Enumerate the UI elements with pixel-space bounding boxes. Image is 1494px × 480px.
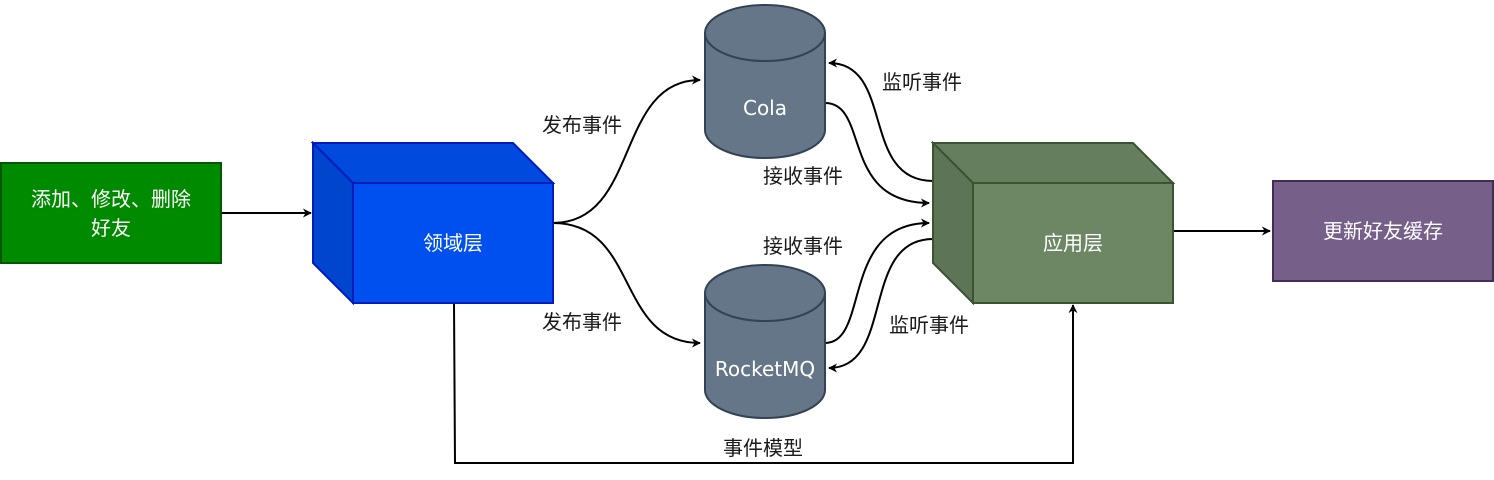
edge-label-listen-cola: 监听事件: [882, 70, 962, 94]
edge-app-listen-cola: [828, 58, 934, 182]
app-box-top-face: [930, 142, 1176, 184]
edge-domain-to-app-event-model: [453, 302, 1078, 464]
edge-label-receive-rocketmq: 接收事件: [763, 234, 843, 258]
rocketmq-cylinder-top: [704, 264, 826, 322]
node-domain-layer[interactable]: 领域层: [310, 140, 556, 306]
edge-cola-receive-app: [824, 102, 930, 208]
node-rocketmq-cylinder[interactable]: RocketMQ: [704, 264, 826, 419]
edge-label-event-model: 事件模型: [723, 436, 803, 460]
node-crud-label-line1: 添加、修改、删除: [31, 187, 191, 211]
domain-box-top-face: [310, 142, 556, 184]
edge-domain-to-rocketmq: [552, 222, 701, 348]
edge-label-publish-cola: 发布事件: [542, 113, 622, 137]
app-box-front-face: [972, 182, 1174, 304]
rocketmq-cylinder-body: [704, 292, 826, 419]
node-cache-box: [1272, 180, 1494, 282]
cola-cylinder-body: [704, 32, 826, 159]
edge-app-listen-rocketmq: [828, 238, 934, 373]
edge-label-listen-rocketmq: 监听事件: [889, 313, 969, 337]
node-crud-label-line2: 好友: [91, 216, 131, 240]
node-application-layer[interactable]: 应用层: [930, 140, 1176, 306]
domain-layer-label: 领域层: [423, 231, 483, 255]
edge-label-receive-cola: 接收事件: [763, 164, 843, 188]
node-update-friend-cache[interactable]: 更新好友缓存: [1272, 180, 1494, 282]
application-layer-label: 应用层: [1043, 231, 1103, 255]
node-crud-box: [0, 162, 222, 264]
cola-label: Cola: [743, 96, 787, 120]
rocketmq-label: RocketMQ: [715, 357, 815, 381]
cola-cylinder-top: [704, 4, 826, 62]
domain-box-front-face: [352, 182, 554, 304]
edge-rocketmq-receive-app: [824, 218, 930, 344]
update-friend-cache-label: 更新好友缓存: [1323, 219, 1443, 243]
node-cola-cylinder[interactable]: Cola: [704, 4, 826, 159]
node-add-modify-delete-friends[interactable]: 添加、修改、删除 好友: [0, 162, 222, 264]
edge-label-publish-rocketmq: 发布事件: [542, 310, 622, 334]
edge-domain-to-cola: [552, 75, 701, 224]
